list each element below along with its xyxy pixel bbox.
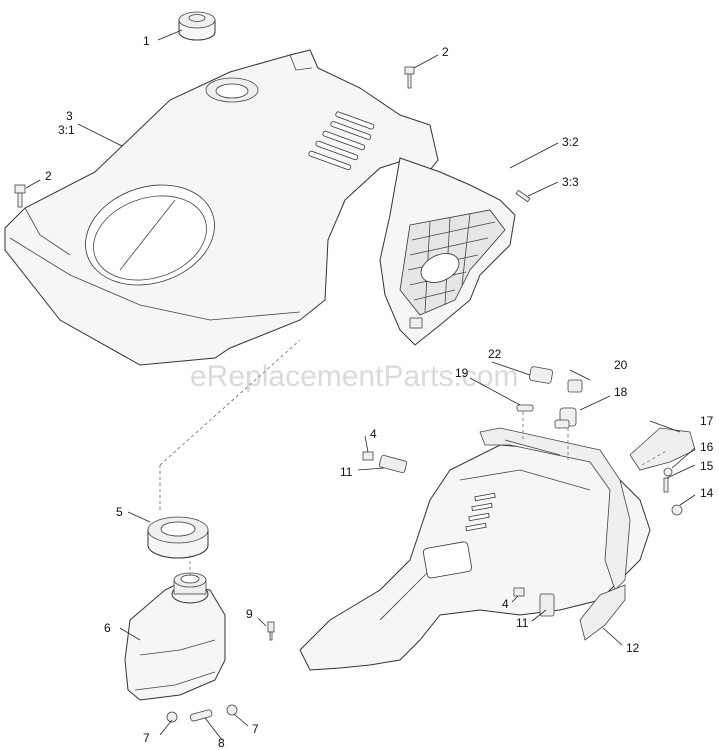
callout-3-1: 3:1: [58, 123, 75, 137]
fuel-tank: [124, 572, 226, 701]
bolt-2-left: [14, 184, 26, 208]
callout-3: 3: [66, 109, 73, 123]
fuel-hose-8: [189, 709, 213, 722]
bolt-4-upper: [362, 451, 374, 461]
callout-3-3: 3:3: [562, 175, 579, 189]
switch-19: [516, 404, 534, 412]
shroud-louvers: [308, 111, 375, 171]
watermark: eReplacementParts.com: [190, 360, 518, 393]
callout-16: 16: [700, 440, 714, 454]
callout-11-upper: 11: [340, 465, 353, 479]
washer-16: [663, 467, 673, 477]
callout-9: 9: [246, 607, 253, 621]
clip-11-lower: [539, 593, 555, 617]
clip-11-upper: [378, 454, 408, 474]
callout-4-lower: 4: [502, 597, 509, 611]
handle-panel: [299, 427, 651, 671]
plug-20: [567, 379, 583, 393]
callout-8: 8: [218, 736, 225, 750]
callout-2-upper: 2: [442, 45, 449, 59]
callout-19: 19: [455, 366, 469, 380]
nut-14: [671, 504, 683, 516]
shroud-opening: [85, 184, 215, 286]
fuel-cap: [178, 11, 216, 41]
panel-vents: [465, 492, 496, 532]
grille-panel: [379, 157, 516, 346]
fuel-grommet: [147, 516, 209, 559]
callouts: 1 2 3 3:1 2 3:2 3:3 22 20 19 18 17 16 15…: [45, 34, 714, 750]
callout-2-left: 2: [45, 169, 52, 183]
callout-3-2: 3:2: [562, 135, 579, 149]
callout-5: 5: [116, 505, 123, 519]
clamp-7-right: [226, 704, 238, 716]
callout-22: 22: [488, 347, 502, 361]
callout-18: 18: [614, 385, 628, 399]
callout-11-lower: 11: [516, 616, 529, 630]
callout-17: 17: [700, 414, 714, 428]
callout-1: 1: [143, 34, 150, 48]
callout-14: 14: [700, 486, 714, 500]
screw-15: [663, 477, 669, 493]
callout-15: 15: [700, 459, 714, 473]
bolt-4-lower: [513, 587, 525, 597]
handle-grip-12: [579, 584, 626, 641]
throttle-lever-17: [629, 427, 696, 471]
switch-18: [554, 407, 577, 429]
clamp-7-left: [166, 711, 178, 723]
callout-4-upper: 4: [370, 427, 377, 441]
bolt-2-upper: [404, 66, 415, 89]
callout-7-right: 7: [252, 722, 259, 736]
callout-12: 12: [626, 641, 640, 655]
callout-6: 6: [104, 621, 111, 635]
upper-shroud: [4, 49, 439, 366]
callout-7-left: 7: [143, 731, 150, 745]
leader-lines: [25, 29, 696, 741]
callout-20: 20: [614, 358, 628, 372]
screw-9: [267, 621, 275, 641]
key-22: [529, 366, 553, 384]
screw-3-3: [515, 189, 531, 203]
